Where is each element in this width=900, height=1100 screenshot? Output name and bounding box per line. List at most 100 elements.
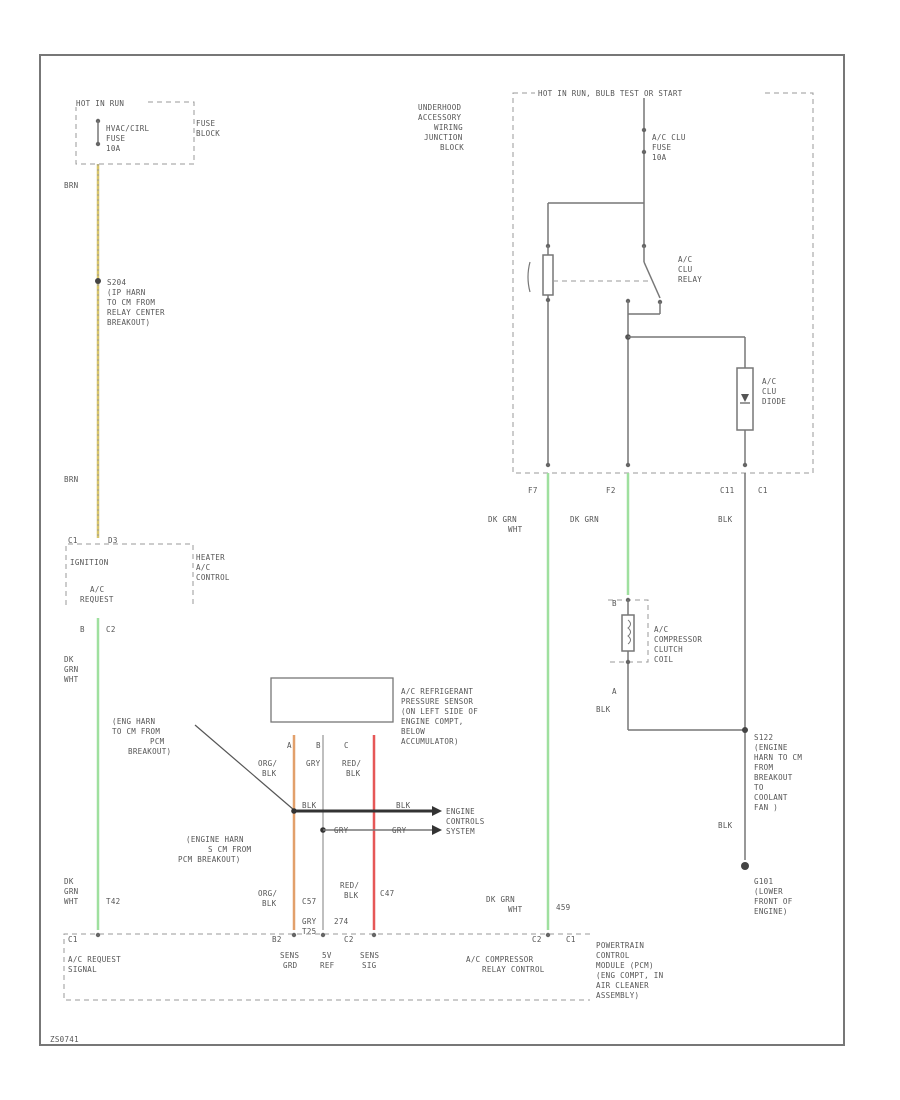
pin-b2-pcm-label: B2: [272, 935, 282, 944]
diode-line-3: DIODE: [762, 397, 786, 406]
wire-gry-label-2b: GRY: [392, 826, 407, 835]
wire-gry-label-2a: GRY: [334, 826, 349, 835]
sens-sig-line-2: SIG: [362, 961, 377, 970]
pcm-relay-control-line-1: A/C COMPRESSOR: [466, 955, 534, 964]
hot-in-run-label: HOT IN RUN: [76, 99, 124, 108]
fuse-acclu-line-3: 10A: [652, 153, 667, 162]
splice-s204-line-4: RELAY CENTER: [107, 308, 165, 317]
pin-c1-pcm-label: C1: [68, 935, 78, 944]
compressor-line-1: A/C: [654, 625, 668, 634]
ac-request-line-2: REQUEST: [80, 595, 114, 604]
engine-controls-line-2: CONTROLS: [446, 817, 485, 826]
pin-t42-label: T42: [106, 897, 120, 906]
pcm-line-6: ASSEMBLY): [596, 991, 639, 1000]
ground-g101-line-4: ENGINE): [754, 907, 788, 916]
pressure-sensor-line-1: A/C REFRIGERANT: [401, 687, 473, 696]
ground-s122-line-2: (ENGINE: [754, 743, 788, 752]
pin-c11-label: C11: [720, 486, 734, 495]
wire-orgblk-1-line-1: ORG/: [258, 759, 277, 768]
pressure-sensor-group: A/C REFRIGERANT PRESSURE SENSOR (ON LEFT…: [258, 677, 478, 778]
fuse-hvac-line-2: FUSE: [106, 134, 125, 143]
splice-eng-line-2: TO CM FROM: [112, 727, 160, 736]
pressure-sensor-line-5: BELOW: [401, 727, 425, 736]
wire-dkgrn-label: DK GRN: [570, 515, 599, 524]
pin-a-label: A: [287, 741, 292, 750]
pcm-relay-control-line-2: RELAY CONTROL: [482, 965, 545, 974]
compressor-line-4: COIL: [654, 655, 673, 664]
wire-dkgrnwht-2-line-2: WHT: [508, 525, 523, 534]
wire-brn-label-1: BRN: [64, 181, 78, 190]
engine-controls-line-3: SYSTEM: [446, 827, 475, 836]
pin-c1-label: C1: [68, 536, 78, 545]
pcm-line-1: POWERTRAIN: [596, 941, 644, 950]
pressure-sensor-line-3: (ON LEFT SIDE OF: [401, 707, 478, 716]
wire-redblk-1-line-2: BLK: [346, 769, 361, 778]
pin-c2-pcm-label: C2: [344, 935, 354, 944]
fuse-hvac-line-3: 10A: [106, 144, 121, 153]
pin-c-label: C: [344, 741, 349, 750]
pcm-line-3: MODULE (PCM): [596, 961, 654, 970]
diode-line-2: CLU: [762, 387, 776, 396]
splice-s122-dot: [742, 727, 748, 733]
ignition-label: IGNITION: [70, 558, 109, 567]
pin-a-comp-label: A: [612, 687, 617, 696]
wire-redblk-2-line-2: BLK: [344, 891, 359, 900]
wire-dkgrnwht-3-line-1: DK: [64, 877, 74, 886]
ground-g101-line-3: FRONT OF: [754, 897, 793, 906]
wire-dkgrnwht-1-line-3: WHT: [64, 675, 79, 684]
wire-orgblk-2-line-1: ORG/: [258, 889, 277, 898]
underhood-line-5: BLOCK: [440, 143, 464, 152]
relay-line-2: CLU: [678, 265, 692, 274]
wire-gry-label-3: GRY: [302, 917, 317, 926]
pin-c47-label: C47: [380, 889, 394, 898]
sens-grd-line-1: SENS: [280, 951, 299, 960]
underhood-block-box: [512, 92, 814, 474]
pin-f2-label: F2: [606, 486, 616, 495]
pin-c57-label: C57: [302, 897, 316, 906]
splice-s204-line-2: (IP HARN: [107, 288, 146, 297]
underhood-line-4: JUNCTION: [424, 133, 463, 142]
wire-blk-label-3a: BLK: [302, 801, 317, 810]
pin-t25-label: T25: [302, 927, 316, 936]
sens-grd-line-2: GRD: [283, 961, 298, 970]
relay-switch: [643, 261, 661, 299]
ground-g101-line-1: G101: [754, 877, 773, 886]
splice-s204-line-1: S204: [107, 278, 126, 287]
splice-eng2-line-1: (ENGINE HARN: [186, 835, 244, 844]
diagram-border: [39, 54, 845, 1046]
ref-5v-line-1: 5V: [322, 951, 332, 960]
wire-orgblk-1-line-2: BLK: [262, 769, 277, 778]
fuse-hvac-line-1: HVAC/CIRL: [106, 124, 150, 133]
pin-459-label: 459: [556, 903, 570, 912]
compressor-line-2: COMPRESSOR: [654, 635, 702, 644]
fuse-block-line-2: BLOCK: [196, 129, 220, 138]
pcm-line-4: (ENG COMPT, IN: [596, 971, 663, 980]
wire-orgblk-2-line-2: BLK: [262, 899, 277, 908]
ground-s122-line-3: HARN TO CM: [754, 753, 802, 762]
fuse-acclu-line-1: A/C CLU: [652, 133, 686, 142]
pcm-line-2: CONTROL: [596, 951, 630, 960]
splice-s204-dot: [95, 278, 101, 284]
splice-eng-line-1: (ENG HARN: [112, 717, 155, 726]
splice-s204-line-5: BREAKOUT): [107, 318, 150, 327]
wire-dkgrnwht-2-line-1: DK GRN: [488, 515, 517, 524]
wire-dkgrnwht-3-line-3: WHT: [64, 897, 79, 906]
wire-blk-label-4: BLK: [718, 821, 733, 830]
ground-s122-line-5: BREAKOUT: [754, 773, 793, 782]
sens-sig-line-1: SENS: [360, 951, 379, 960]
pin-b-comp-label: B: [612, 599, 617, 608]
footer-code: ZS0741: [50, 1035, 79, 1044]
ground-s122-line-1: S122: [754, 733, 773, 742]
wire-blk-label-1: BLK: [718, 515, 733, 524]
diode-icon: [741, 394, 749, 402]
splice-s204-line-3: TO CM FROM: [107, 298, 155, 307]
pin-274-label: 274: [334, 917, 349, 926]
ground-g101-icon: [741, 862, 749, 870]
ground-s122-line-6: TO: [754, 783, 764, 792]
pressure-sensor-line-4: ENGINE COMPT,: [401, 717, 464, 726]
ground-s122-line-7: COOLANT: [754, 793, 788, 802]
fuse-block-group: HOT IN RUN HVAC/CIRL FUSE 10A FUSE BLOCK: [72, 99, 220, 165]
relay-line-1: A/C: [678, 255, 692, 264]
relay-line-3: RELAY: [678, 275, 702, 284]
